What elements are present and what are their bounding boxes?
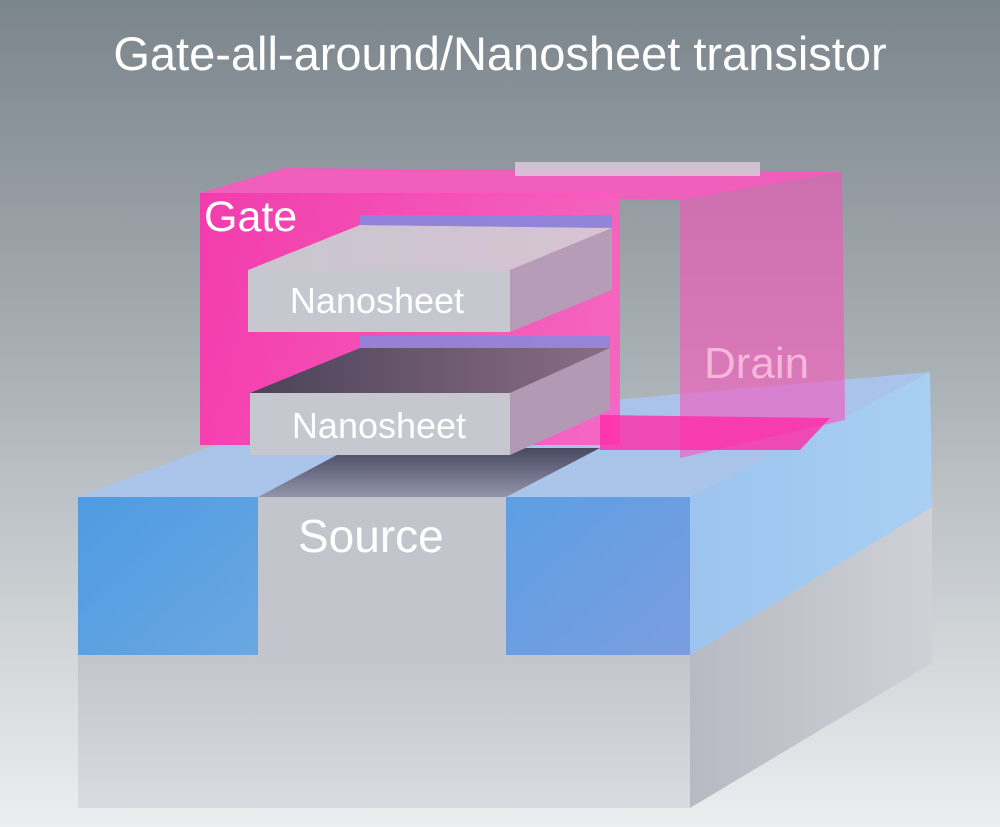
spacer-upper (360, 215, 612, 228)
nanosheet-lower-top (250, 348, 610, 393)
substrate (78, 507, 932, 808)
source-label: Source (298, 510, 444, 562)
fin-top-stub (515, 162, 760, 176)
channel-shadow (258, 448, 600, 497)
nanosheet-lower-front (250, 393, 510, 455)
drain-label: Drain (704, 339, 810, 388)
gate-right-face (680, 172, 845, 458)
source-drain-right-face (690, 372, 932, 655)
substrate-right-face (690, 507, 932, 808)
nanosheet-lower (250, 336, 610, 455)
source-trench (258, 497, 506, 655)
gate-label: Gate (204, 193, 298, 241)
nanosheet-upper-front (248, 270, 510, 332)
diagram-title: Gate-all-around/Nanosheet transistor (113, 27, 887, 80)
spacer-lower (360, 336, 610, 348)
nanosheet-upper-side (510, 228, 612, 332)
nanosheet-upper (248, 215, 612, 332)
nanosheet-upper-label: Nanosheet (289, 280, 465, 321)
nanosheet-lower-side (510, 348, 610, 455)
nanosheet-upper-top (248, 225, 612, 270)
gate-lower-band (600, 415, 830, 450)
substrate-front-face (78, 655, 690, 808)
source-drain-front-right (506, 497, 690, 655)
source-drain-front-left (78, 497, 258, 655)
nanosheet-lower-label: Nanosheet (291, 405, 467, 446)
